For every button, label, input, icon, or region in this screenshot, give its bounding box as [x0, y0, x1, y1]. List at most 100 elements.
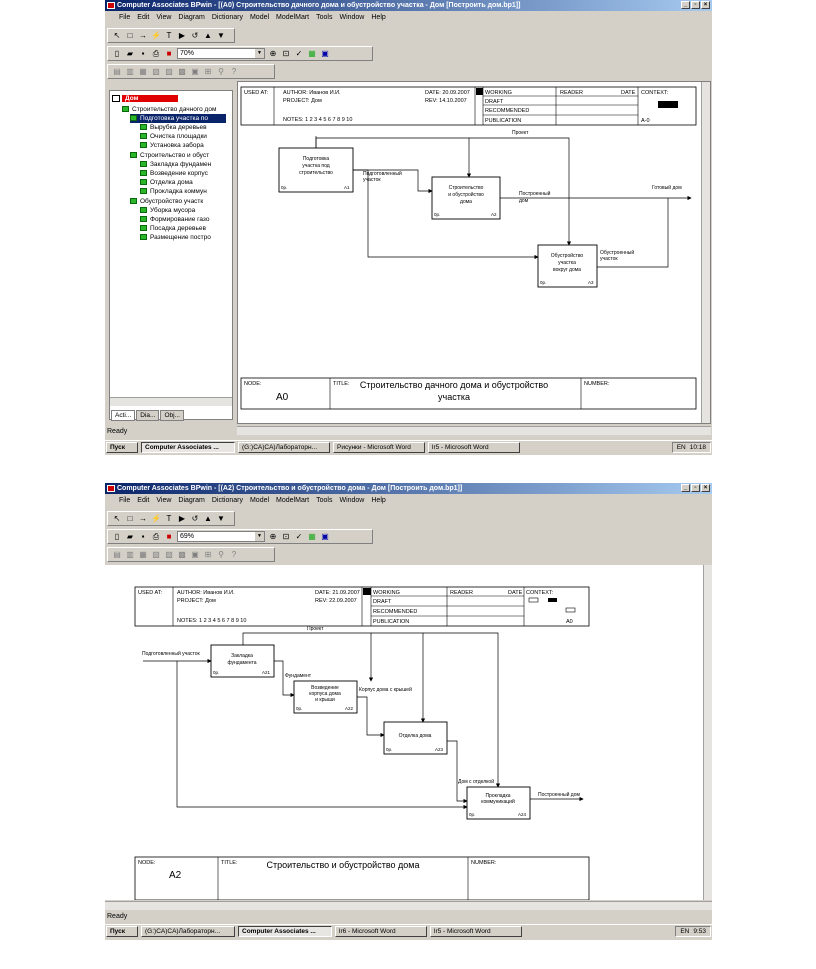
menu-diagram[interactable]: Diagram	[178, 14, 205, 21]
mm-version-icon[interactable]: ⚲	[218, 549, 224, 559]
diagram-canvas[interactable]: USED AT: AUTHOR: Иванов И.И. PROJECT: До…	[237, 81, 711, 424]
minimize-button[interactable]: _	[681, 1, 690, 9]
tree-root[interactable]: Дом	[112, 94, 179, 103]
open-icon[interactable]: ▰	[126, 531, 134, 541]
start-button[interactable]: Пуск	[106, 442, 138, 453]
model-explorer-icon[interactable]: ▦	[308, 531, 316, 541]
taskbar-item-bpwin[interactable]: Computer Associates ...	[238, 926, 332, 937]
arrow-tool-icon[interactable]: →	[139, 513, 147, 523]
taskbar-item-word-1[interactable]: lr6 - Microsoft Word	[335, 926, 427, 937]
tab-diagrams[interactable]: Dia...	[136, 410, 160, 421]
open-icon[interactable]: ▰	[126, 48, 134, 58]
modelmart-icon[interactable]: ▣	[321, 48, 329, 58]
tree-item-a34[interactable]: Размещение постро	[140, 233, 211, 242]
new-icon[interactable]: ▯	[114, 48, 120, 58]
mm-library-icon[interactable]: ▩	[178, 66, 186, 76]
tree-item-a21[interactable]: Закладка фундамен	[140, 160, 211, 169]
arrow-tool-icon[interactable]: →	[139, 30, 147, 40]
mm-connect-icon[interactable]: ▤	[113, 66, 121, 76]
mm-merge-icon[interactable]: ⊞	[204, 66, 212, 76]
menu-file[interactable]: File	[119, 497, 131, 504]
mm-open-icon[interactable]: ▨	[165, 549, 173, 559]
color-icon[interactable]: ■	[166, 48, 172, 58]
restore-button[interactable]: ▫	[691, 484, 700, 492]
menu-help[interactable]: Help	[371, 14, 386, 21]
menu-help[interactable]: Help	[371, 497, 386, 504]
mm-lock-icon[interactable]: ▦	[139, 549, 147, 559]
decompose-icon[interactable]: ▶	[178, 513, 186, 523]
mm-lock-icon[interactable]: ▦	[139, 66, 147, 76]
menu-view[interactable]: View	[156, 14, 172, 21]
taskbar-item-word-1[interactable]: Рисунки - Microsoft Word	[333, 442, 425, 453]
box-tool-icon[interactable]: □	[127, 30, 133, 40]
start-button[interactable]: Пуск	[106, 926, 138, 937]
language-indicator[interactable]: EN	[680, 928, 690, 935]
go-down-icon[interactable]: ▼	[217, 30, 225, 40]
menu-tools[interactable]: Tools	[316, 14, 333, 21]
zoom-fit-icon[interactable]: ⊡	[282, 48, 290, 58]
menu-model[interactable]: Model	[249, 497, 270, 504]
tree-item-a2[interactable]: Строительство и обуст	[130, 151, 209, 160]
new-icon[interactable]: ▯	[114, 531, 120, 541]
menu-edit[interactable]: Edit	[137, 497, 150, 504]
menu-modelmart[interactable]: ModelMart	[276, 14, 310, 21]
menu-view[interactable]: View	[156, 497, 172, 504]
menu-tools[interactable]: Tools	[316, 497, 333, 504]
canvas-vertical-scrollbar[interactable]	[701, 82, 710, 423]
tree-item-a23[interactable]: Отделка дома	[140, 178, 193, 187]
mm-version-icon[interactable]: ⚲	[218, 66, 224, 76]
tree-item-a32[interactable]: Формирование газо	[140, 215, 209, 224]
close-button[interactable]: ×	[701, 1, 710, 9]
minimize-button[interactable]: _	[681, 484, 690, 492]
restore-button[interactable]: ▫	[691, 1, 700, 9]
mm-model-icon[interactable]: ▣	[191, 66, 199, 76]
canvas-horizontal-scrollbar[interactable]	[237, 426, 711, 435]
explorer-horizontal-scrollbar[interactable]	[110, 397, 232, 406]
menu-window[interactable]: Window	[339, 497, 365, 504]
save-icon[interactable]: ▪	[141, 48, 145, 58]
canvas-horizontal-scrollbar[interactable]	[105, 901, 712, 910]
window-title-bar[interactable]: Computer Associates BPwin - [(A2) Строит…	[105, 483, 712, 494]
undo-icon[interactable]: ↺	[191, 30, 199, 40]
tree-item-a11[interactable]: Вырубка деревьев	[140, 123, 207, 132]
text-tool-icon[interactable]: T	[166, 30, 172, 40]
tree-item-a33[interactable]: Посадка деревьев	[140, 224, 206, 233]
mm-disconnect-icon[interactable]: ▥	[126, 549, 134, 559]
zoom-icon[interactable]: ⊕	[269, 48, 277, 58]
zoom-select[interactable]: 70% ▼	[177, 48, 265, 59]
mm-open-icon[interactable]: ▨	[165, 66, 173, 76]
language-indicator[interactable]: EN	[676, 444, 686, 451]
taskbar-item-folder[interactable]: (G:)CA)CA)Лабораторн...	[238, 442, 330, 453]
taskbar-item-folder[interactable]: (G:)CA)CA)Лабораторн...	[141, 926, 235, 937]
zoom-fit-icon[interactable]: ⊡	[282, 531, 290, 541]
diagram-canvas[interactable]: USED AT: AUTHOR: Иванов И.И. PROJECT: До…	[105, 565, 712, 900]
menu-model[interactable]: Model	[249, 14, 270, 21]
print-icon[interactable]: ⎙	[152, 531, 160, 541]
tree-item-a1[interactable]: Подготовка участка по	[130, 114, 226, 123]
go-up-icon[interactable]: ▲	[204, 30, 212, 40]
mm-merge-icon[interactable]: ⊞	[204, 549, 212, 559]
box-tool-icon[interactable]: □	[127, 513, 133, 523]
tab-activities[interactable]: Acti...	[111, 410, 136, 421]
menu-window[interactable]: Window	[339, 14, 365, 21]
menu-modelmart[interactable]: ModelMart	[276, 497, 310, 504]
modelmart-icon[interactable]: ▣	[321, 531, 329, 541]
mm-save-icon[interactable]: ▧	[152, 549, 160, 559]
squiggle-tool-icon[interactable]: ⚡	[151, 30, 161, 40]
menu-diagram[interactable]: Diagram	[178, 497, 205, 504]
zoom-icon[interactable]: ⊕	[269, 531, 277, 541]
mm-help-icon[interactable]: ?	[231, 549, 237, 559]
taskbar-item-bpwin[interactable]: Computer Associates ...	[141, 442, 235, 453]
zoom-select[interactable]: 69% ▼	[177, 531, 265, 542]
squiggle-tool-icon[interactable]: ⚡	[151, 513, 161, 523]
print-icon[interactable]: ⎙	[152, 48, 160, 58]
mm-save-icon[interactable]: ▧	[152, 66, 160, 76]
tree-item-a13[interactable]: Установка забора	[140, 141, 204, 150]
menu-file[interactable]: File	[119, 14, 131, 21]
pointer-tool-icon[interactable]: ↖	[113, 513, 121, 523]
text-tool-icon[interactable]: T	[166, 513, 172, 523]
close-button[interactable]: ×	[701, 484, 710, 492]
mm-help-icon[interactable]: ?	[231, 66, 237, 76]
spell-check-icon[interactable]: ✓	[295, 531, 303, 541]
pointer-tool-icon[interactable]: ↖	[113, 30, 121, 40]
